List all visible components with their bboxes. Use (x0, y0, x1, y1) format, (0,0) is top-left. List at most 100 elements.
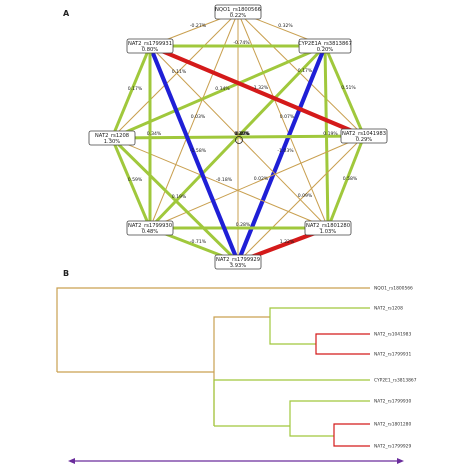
edge-line (111, 44, 326, 140)
leaf-label: NAT2_rs1801280 (374, 422, 411, 428)
edge-weight-label: 1.22% (280, 239, 295, 245)
dendrogram-branch (213, 379, 370, 426)
edge-weight-label: 0.19% (323, 131, 338, 137)
node-name: NAT2_rs1799929 (216, 257, 260, 263)
node-name: NAT2_rs1041983 (342, 131, 386, 137)
dendrogram-leaf-labels: NQO1_rs1800566NAT2_rs1208NAT2_rs1041983N… (374, 286, 417, 450)
edge-weight-label: 0.03% (191, 114, 206, 120)
dendrogram-branch (315, 333, 370, 344)
edge-line (148, 45, 240, 263)
node-value: 1.03% (320, 229, 337, 235)
edge-weight-label: 0.17% (298, 68, 313, 74)
node-box (126, 38, 174, 54)
dendrogram-axis (68, 458, 404, 464)
edge-weight-label: 0.11% (172, 69, 187, 75)
leaf-label: NAT2_rs1208 (374, 306, 403, 312)
node-value: 0.48% (142, 229, 159, 235)
dendrogram-branch (269, 317, 316, 345)
edge-weight-label: -1.58% (190, 148, 207, 154)
edge-weight-label: 0.09% (298, 193, 313, 199)
edge-line (149, 11, 239, 229)
leaf-label: NAT2_rs1799931 (374, 352, 411, 358)
node-box (214, 4, 262, 20)
dendrogram-branch (269, 307, 370, 317)
dendrogram-branch (333, 423, 370, 436)
edge-line (111, 11, 239, 139)
center-marker (235, 136, 243, 144)
dendrogram-branch (213, 316, 270, 372)
node-value: 0.20% (317, 47, 334, 53)
node-value: 1.30% (104, 139, 121, 145)
node-box (340, 128, 388, 144)
dendrogram-branch (333, 436, 370, 447)
node-box (88, 130, 136, 146)
dendrogram-branch (289, 426, 334, 437)
edge-weight-label: 0.40% (235, 131, 250, 137)
edge-line (111, 137, 329, 229)
edge-weight-label: 0.07% (280, 114, 295, 120)
leaf-label: NAT2_rs1041983 (374, 332, 411, 338)
leaf-label: NAT2_rs1799930 (374, 399, 411, 405)
edge-weight-label: 0.12% (236, 131, 251, 137)
edge-line (326, 135, 366, 229)
edge-weight-label: -0.74% (233, 40, 250, 46)
edge-weight-label: 0.02% (254, 176, 269, 182)
edge-weight-label: 0.28% (236, 222, 251, 228)
node-value: 0.29% (356, 137, 373, 143)
edge-line (149, 135, 365, 229)
node-value: 0.80% (142, 47, 159, 53)
dendrogram (56, 287, 370, 447)
edge-weight-label: -0.71% (190, 239, 207, 245)
edge-line (149, 45, 329, 229)
edge-line (237, 135, 365, 263)
dendrogram-branch (56, 287, 370, 372)
edge-weight-label: -0.27% (190, 23, 207, 29)
interaction-edge-labels: 0.32%0.17%0.07%0.10%0.03%0.11%-0.27%0.51… (128, 23, 358, 245)
edge-line (110, 137, 152, 229)
edge-line (110, 136, 240, 264)
edge-weight-label: 0.34% (147, 131, 162, 137)
node-value: 0.22% (230, 13, 247, 19)
edge-weight-label: 0.32% (278, 23, 293, 29)
node-name: NAT2_rs1208 (95, 133, 129, 139)
edge-weight-label: -0.18% (216, 177, 233, 183)
edge-weight-label: 0.19% (172, 194, 187, 200)
edge-weight-label: 0.58% (343, 176, 358, 182)
node-value: 3.93% (230, 263, 247, 269)
edge-weight-label: 1.32% (254, 85, 269, 91)
node-box (298, 38, 352, 54)
dendrogram-branch (289, 400, 370, 426)
node-name: NAT2_rs1799930 (128, 223, 172, 229)
edge-line (237, 11, 329, 229)
leaf-label: NQO1_rs1800566 (374, 286, 413, 292)
axis-left-arrow (68, 458, 75, 464)
node-name: NQO1_rs1800566 (215, 7, 261, 13)
panel-b-label: B (63, 269, 69, 278)
edge-weight-label: 0.25% (234, 131, 249, 137)
leaf-label: CYP2E1_rs3813867 (374, 378, 417, 384)
axis-right-arrow (397, 458, 404, 464)
leaf-label: NAT2_rs1799929 (374, 444, 411, 450)
edge-line (110, 45, 152, 139)
node-name: NAT2_rs1799931 (128, 41, 172, 47)
node-box (214, 254, 262, 270)
dendrogram-branch (315, 344, 370, 355)
edge-weight-label: 0.17% (128, 86, 143, 92)
edge-line (236, 45, 327, 263)
edge-weight-label: 0.34% (215, 86, 230, 92)
edge-line (237, 11, 365, 137)
node-box (126, 220, 174, 236)
edge-weight-label: -1.03% (277, 148, 294, 154)
edge-weight-label: 0.10% (235, 131, 250, 137)
edge-line (111, 134, 365, 140)
